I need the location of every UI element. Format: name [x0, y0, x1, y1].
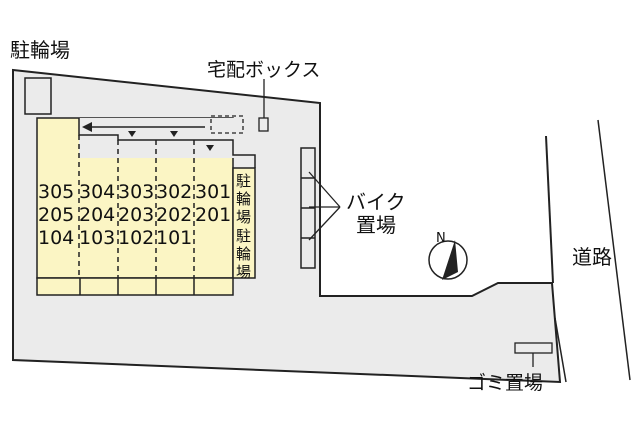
unit-label: 302: [156, 181, 192, 203]
compass-label: N: [436, 231, 446, 246]
unit-label: 103: [79, 227, 115, 249]
bike-parking-label-line1: バイク: [346, 190, 406, 214]
unit-label: 204: [79, 204, 115, 226]
building-side-strip: [232, 167, 256, 279]
bike-stall-dividers: [301, 177, 315, 239]
unit-label: 203: [118, 204, 154, 226]
bike-parking-leaders: [308, 171, 341, 241]
entrance-marker-icon: [206, 145, 214, 151]
side-parking-char: 駐: [236, 172, 251, 190]
entrance-marker-icon: [128, 131, 136, 137]
side-parking-char: 駐: [236, 227, 251, 245]
side-parking-char: 場: [236, 263, 251, 281]
unit-label: 304: [79, 181, 115, 203]
garbage-label: ゴミ置場: [467, 372, 543, 394]
unit-label: 104: [38, 227, 74, 249]
bike-parking-label-line2: 置場: [356, 213, 396, 237]
corridor-arrow-icon: [82, 122, 92, 132]
unit-label: 301: [195, 181, 231, 203]
unit-label: 101: [156, 227, 192, 249]
unit-label: 303: [118, 181, 154, 203]
unit-label: 201: [195, 204, 231, 226]
garbage-area: [514, 342, 553, 354]
delivery-box: [258, 117, 269, 132]
balcony-strip: [36, 277, 234, 296]
unit-dividers: [78, 135, 195, 278]
unit-label: 305: [38, 181, 74, 203]
building-notch: [79, 118, 255, 158]
road-label: 道路: [572, 245, 612, 269]
side-parking-char: 場: [236, 208, 251, 226]
unit-label: 102: [118, 227, 154, 249]
side-parking-char: 輪: [236, 245, 251, 263]
unit-label: 202: [156, 204, 192, 226]
delivery-box-dashed: [210, 115, 244, 134]
bicycle-parking-label: 駐輪場: [10, 38, 70, 62]
delivery-box-label: 宅配ボックス: [207, 59, 320, 81]
road-edge-upper: [545, 135, 554, 284]
entrance-marker-icon: [170, 131, 178, 137]
balcony-dividers: [79, 278, 195, 295]
building-outline: [78, 118, 256, 168]
unit-label: 205: [38, 204, 74, 226]
north-compass-icon: N: [428, 231, 468, 280]
road-edge-lower: [554, 317, 567, 383]
bicycle-parking-box: [24, 77, 52, 115]
side-parking-char: 輪: [236, 190, 251, 208]
road-edge-far: [597, 119, 631, 381]
